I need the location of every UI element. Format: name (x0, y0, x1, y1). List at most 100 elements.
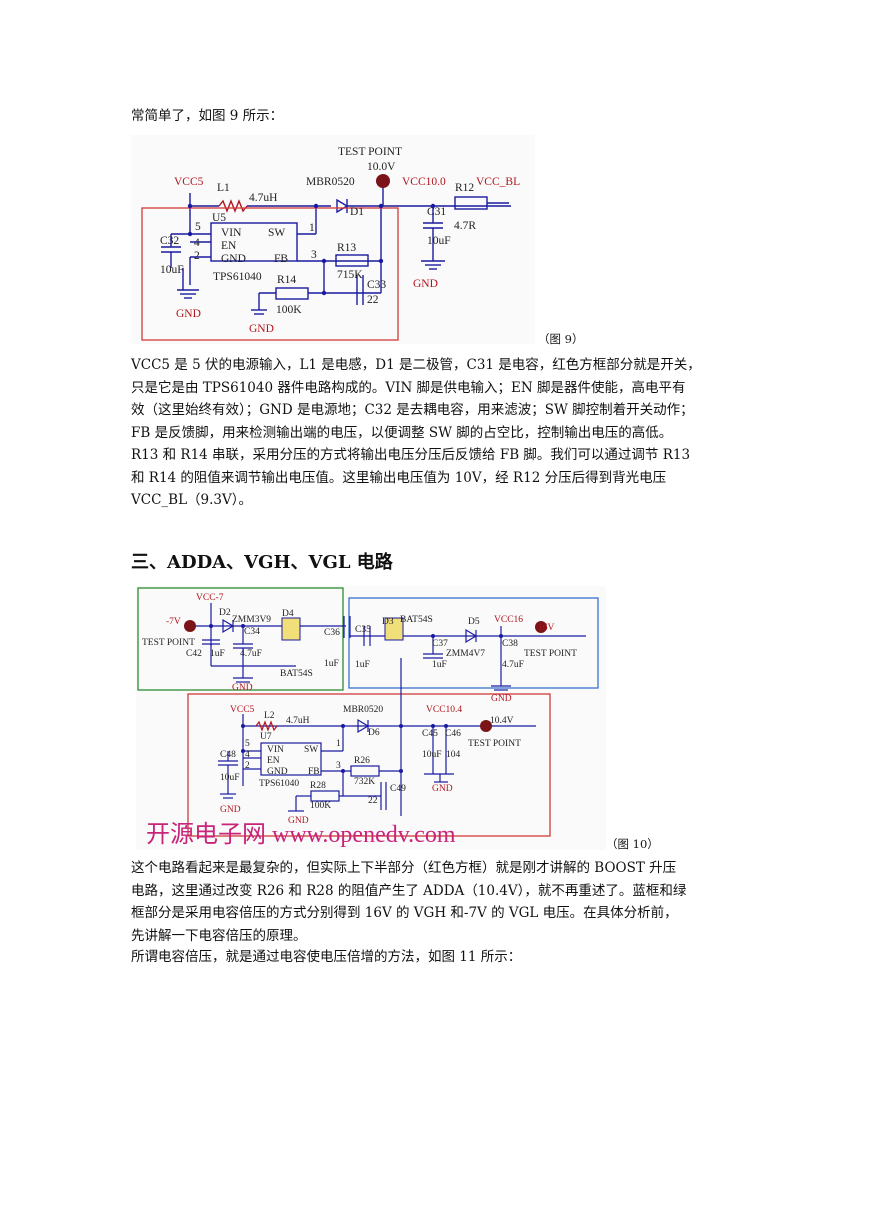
fig10-r26-val: 732K (354, 777, 375, 787)
figure-9-caption: （图 9） (538, 332, 584, 346)
fig10-c48: C48 (220, 750, 236, 760)
fig9-test-voltage: 10.0V (367, 161, 396, 173)
fig10-sw: SW (304, 745, 318, 755)
fig10-c42: C42 (186, 649, 202, 659)
fig9-fb: FB (274, 253, 288, 265)
paragraph-2-line: 电路，这里通过改变 R26 和 R28 的阻值产生了 ADDA（10.4V），就… (131, 882, 687, 899)
fig10-zmm3v9: ZMM3V9 (232, 615, 271, 625)
fig9-c32-val: 10uF (160, 264, 184, 276)
paragraph-1-line: R13 和 R14 串联，采用分压的方式将输出电压分压后反馈给 FB 脚。我们可… (131, 447, 691, 463)
fig10-gnd-left: GND (220, 805, 241, 815)
fig10-c38-val: 4.7uF (502, 660, 524, 670)
fig10-fb: FB (308, 767, 320, 777)
fig10-gnd-mid: GND (288, 816, 309, 826)
fig9-r12-val: 4.7R (454, 220, 476, 232)
fig10-en: EN (267, 756, 280, 766)
paragraph-2-line: 框部分是采用电容倍压的方式分别得到 16V 的 VGH 和-7V 的 VGL 电… (131, 905, 678, 921)
fig10-c49: C49 (390, 784, 406, 794)
fig10-test-point-left: TEST POINT (142, 638, 195, 648)
fig10-bat54s-left: BAT54S (280, 669, 313, 679)
fig9-gnd-right: GND (413, 278, 438, 290)
fig10-d4: D4 (282, 609, 294, 619)
fig10-test-point-red: TEST POINT (468, 739, 521, 749)
fig10-c35: C35 (355, 625, 371, 635)
fig10-mbr: MBR0520 (343, 705, 383, 715)
fig10-r28: R28 (310, 781, 326, 791)
paragraph-2: 这个电路看起来是最复杂的，但实际上下半部分（红色方框）就是刚才讲解的 BOOST… (131, 857, 737, 947)
fig9-r13-val: 715K (337, 269, 363, 281)
paragraph-1-line: 效（这里始终有效）；GND 是电源地；C32 是去耦电容，用来滤波；SW 脚控制… (131, 402, 694, 418)
figure-9-schematic: TEST POINT 10.0V VCC5 MBR0520 VCC10.0 R1… (131, 135, 535, 344)
fig10-c38: C38 (502, 639, 518, 649)
fig10-d3-part: BAT54S (400, 615, 433, 625)
fig10-test-point-blue: TEST POINT (524, 649, 577, 659)
paragraph-3: 所谓电容倍压，就是通过电容使电压倍增的方法，如图 11 所示： (131, 949, 522, 965)
fig10-vcc-neg7: VCC-7 (196, 593, 224, 603)
fig10-v16: 16V (538, 623, 555, 633)
fig10-zmm4v7: ZMM4V7 (446, 649, 485, 659)
fig9-c31: C31 (427, 206, 446, 218)
paragraph-1-line: VCC5 是 5 伏的电源输入，L1 是电感，D1 是二极管，C31 是电容，红… (131, 357, 701, 373)
fig9-pin1: 1 (309, 222, 315, 234)
fig9-r14-val: 100K (276, 304, 302, 316)
fig10-c48-val: 10uF (220, 773, 240, 783)
fig10-c34-val: 4.7uF (240, 649, 262, 659)
fig10-pin3: 3 (336, 761, 341, 771)
fig9-c33: C33 (367, 279, 386, 291)
fig10-l2-val: 4.7uH (286, 716, 310, 726)
fig9-vcc-bl: VCC_BL (476, 176, 520, 188)
fig9-gnd-mid: GND (249, 323, 274, 335)
fig10-c36-val: 1uF (324, 659, 339, 669)
fig10-chip: TPS61040 (259, 779, 299, 789)
fig9-c32: C32 (160, 235, 179, 247)
fig10-vcc5: VCC5 (230, 705, 255, 715)
fig10-l2: L2 (264, 711, 275, 721)
fig10-gnd-blue: GND (491, 694, 512, 704)
section-heading: 三、ADDA、VGH、VGL 电路 (131, 552, 393, 573)
fig9-pin3: 3 (311, 249, 317, 261)
intro-line: 常简单了，如图 9 所示： (131, 108, 284, 124)
fig9-c33-val: 22 (367, 294, 379, 306)
fig10-c34: C34 (244, 627, 260, 637)
paragraph-1-line: 只是它是由 TPS61040 器件电路构成的。VIN 脚是供电输入；EN 脚是器… (131, 379, 686, 396)
fig10-c45-val: 10uF (422, 750, 442, 760)
fig10-d3: D3 (382, 617, 394, 627)
fig9-vcc10: VCC10.0 (402, 176, 446, 188)
fig10-pin4: 4 (245, 750, 250, 760)
fig9-test-point-label: TEST POINT (338, 146, 402, 158)
fig9-chip: TPS61040 (213, 271, 262, 283)
fig10-u7: U7 (260, 732, 272, 742)
fig10-pin1: 1 (336, 739, 341, 749)
fig9-r14: R14 (277, 274, 296, 286)
fig10-v10-4: 10.4V (490, 716, 514, 726)
fig9-pin5: 5 (195, 221, 201, 233)
paragraph-2-line: 先讲解一下电容倍压的原理。 (131, 927, 307, 944)
paragraph-1-line: VCC_BL（9.3V）。 (131, 492, 253, 508)
paragraph-1-line: FB 是反馈脚，用来检测输出端的电压，以便调整 SW 脚的占空比，控制输出电压的… (131, 424, 673, 441)
fig9-d1: D1 (350, 206, 364, 218)
fig10-watermark: 开源电子网 www.openedv.com (146, 821, 456, 848)
fig10-gnd-green: GND (232, 683, 253, 693)
figure-10-caption: （图 10） (606, 837, 659, 851)
fig10-c37-val: 1uF (432, 660, 447, 670)
fig9-l1-val: 4.7uH (249, 192, 277, 204)
fig10-c37: C37 (432, 639, 448, 649)
fig9-sw: SW (268, 227, 285, 239)
fig10-neg7v: -7V (166, 617, 181, 627)
fig9-mbr: MBR0520 (306, 176, 355, 188)
paragraph-1: VCC5 是 5 伏的电源输入，L1 是电感，D1 是二极管，C31 是电容，红… (131, 354, 737, 512)
paragraph-2-line: 这个电路看起来是最复杂的，但实际上下半部分（红色方框）就是刚才讲解的 BOOST… (131, 860, 677, 876)
fig9-c31-val: 10uF (427, 235, 451, 247)
fig10-pin5: 5 (245, 739, 250, 749)
fig9-gnd-pin: GND (221, 253, 246, 265)
fig10-vcc16: VCC16 (494, 615, 523, 625)
fig10-c42-val: 1uF (210, 649, 225, 659)
fig10-c46: C46 (445, 729, 461, 739)
fig10-r28-val: 100K (310, 801, 331, 811)
fig9-vcc5: VCC5 (174, 176, 204, 188)
figure-10-schematic: VCC-7 -7V TEST POINT D2 ZMM3V9 C34 D4 C3… (136, 586, 606, 850)
fig10-c49-val: 22 (368, 796, 378, 806)
fig10-d6: D6 (368, 728, 380, 738)
fig10-c45: C45 (422, 729, 438, 739)
